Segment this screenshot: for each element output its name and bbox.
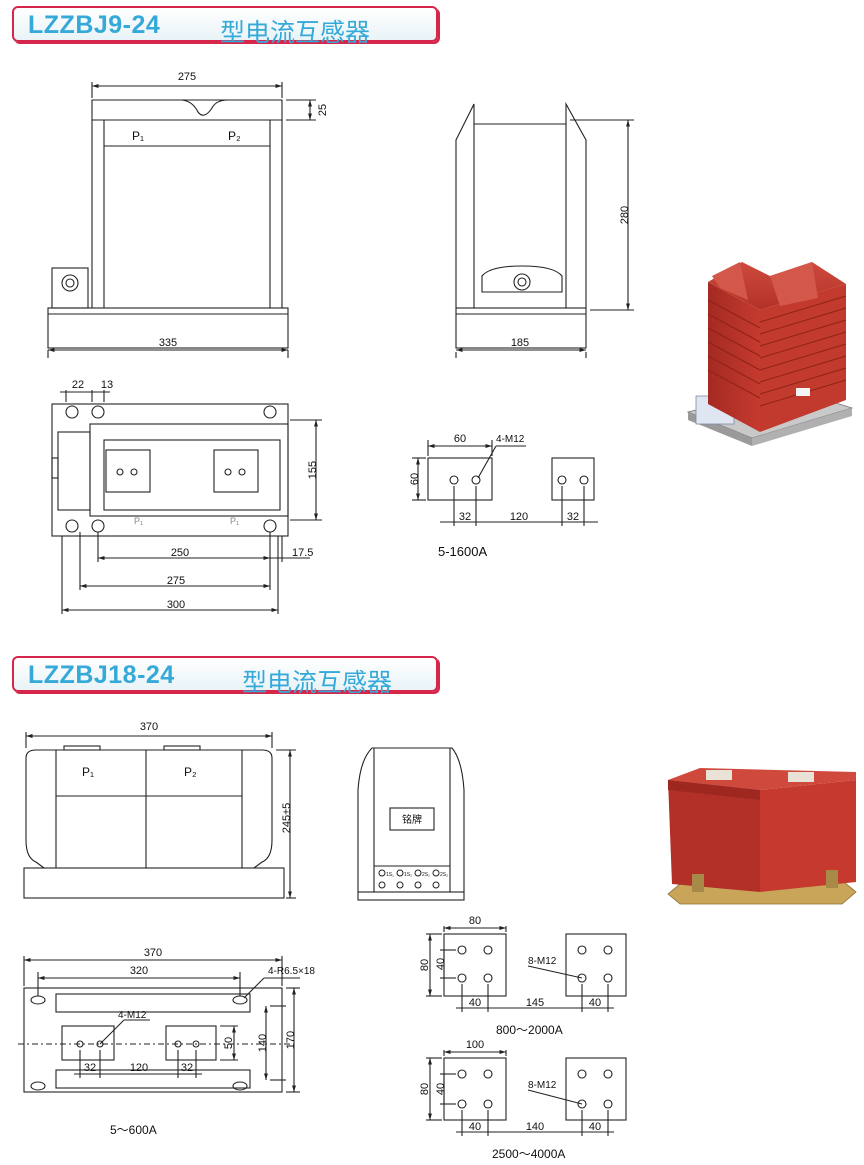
s1-side-dims <box>455 119 634 358</box>
s1-side-height: 280 <box>619 206 631 224</box>
s1-plan-view <box>51 403 289 537</box>
s2-side-view <box>357 747 465 901</box>
s2-front-width: 370 <box>140 721 158 733</box>
s1-plan-dims <box>60 390 322 614</box>
section1-title-kind: 型电流互感器 <box>220 18 371 47</box>
s2-plan-view <box>18 987 290 1093</box>
s1-term-range: 5-1600A <box>438 544 487 559</box>
s2-front-view <box>23 745 285 899</box>
s1-plan-d275: 275 <box>167 575 185 587</box>
s1-plan-d17-5: 17.5 <box>292 547 313 559</box>
s2-term-a-d145: 145 <box>526 997 544 1009</box>
s2-plan-d50: 50 <box>223 1037 235 1049</box>
s1-terminal-detail <box>427 457 595 501</box>
s1-term-width: 60 <box>454 433 466 445</box>
s1-front-cap: 25 <box>317 104 329 116</box>
s2-term-b-d40v: 40 <box>435 1083 447 1095</box>
s2-term-a-range: 800～2000A <box>496 1023 563 1037</box>
s1-terminal-dims <box>412 440 598 526</box>
s2-term-b-d140: 140 <box>526 1121 544 1133</box>
s2-side-term-2: 1S₂ <box>404 872 412 878</box>
s1-term-height: 60 <box>409 473 421 485</box>
s1-front-width-base: 335 <box>159 337 177 349</box>
s1-front-width-top: 275 <box>178 71 196 83</box>
s2-term-a-d40a: 40 <box>469 997 481 1009</box>
s2-plan-d140: 140 <box>257 1034 269 1052</box>
s1-term-bolt: 4-M12 <box>496 434 525 445</box>
s2-term-b-d40a: 40 <box>469 1121 481 1133</box>
s2-term-a-bolt: 8-M12 <box>528 956 557 967</box>
s2-term-a-height: 80 <box>419 959 431 971</box>
s2-plan-d32a: 32 <box>84 1062 96 1074</box>
s2-side-nameplate: 铭牌 <box>402 813 422 826</box>
s2-plan-d170: 170 <box>285 1031 297 1049</box>
s1-term-d32a: 32 <box>459 511 471 523</box>
s1-plan-d250: 250 <box>171 547 189 559</box>
s2-plan-d32b: 32 <box>181 1062 193 1074</box>
s2-front-p1: P₁ <box>82 765 94 779</box>
s1-plan-d22: 22 <box>72 379 84 391</box>
s2-plan-bolt: 4-M12 <box>118 1010 147 1021</box>
s1-plan-d300: 300 <box>167 599 185 611</box>
s2-front-p2: P₂ <box>184 765 197 779</box>
s1-front-p1: P₁ <box>132 129 144 143</box>
s2-plan-dims <box>23 956 300 1093</box>
s2-terminal-a <box>443 933 627 997</box>
s2-plan-slot: 4-R6.5×18 <box>268 966 315 977</box>
s1-front-p2: P₂ <box>228 129 241 143</box>
s1-plan-p1: P₁ <box>134 516 143 526</box>
s2-plan-d370: 370 <box>144 947 162 959</box>
s2-term-b-d40b: 40 <box>589 1121 601 1133</box>
s2-terminal-b-dims <box>426 1050 614 1136</box>
s2-front-dims <box>25 732 296 899</box>
s2-plan-d120: 120 <box>130 1062 148 1074</box>
section1-title: LZZBJ9-24 型电流互感器 <box>12 6 438 47</box>
s1-front-view <box>47 99 289 349</box>
s2-term-a-d40b: 40 <box>589 997 601 1009</box>
s1-term-d32b: 32 <box>567 511 579 523</box>
product-photo-lzzbj9 <box>686 262 854 446</box>
s1-plan-d13: 13 <box>101 379 113 391</box>
s2-term-b-bolt: 8-M12 <box>528 1080 557 1091</box>
s1-plan-p2: P₁ <box>230 516 239 526</box>
s1-side-view <box>455 101 587 349</box>
s2-side-terminal-row: 1S₁ 1S₂ 2S₁ 2S₂ <box>378 869 448 889</box>
s1-side-width: 185 <box>511 337 529 349</box>
s2-side-term-3: 2S₁ <box>422 872 430 878</box>
s2-term-b-range: 2500～4000A <box>492 1147 565 1161</box>
s2-term-a-width: 80 <box>469 915 481 927</box>
product-photo-lzzbj18 <box>667 768 857 905</box>
s1-plan-d155: 155 <box>307 461 319 479</box>
section2-title: LZZBJ18-24 型电流互感器 <box>12 656 438 697</box>
s2-side-term-4: 2S₂ <box>440 872 448 878</box>
s2-plan-d320: 320 <box>130 965 148 977</box>
s2-term-b-width: 100 <box>466 1039 484 1051</box>
s2-plan-range: 5～600A <box>110 1123 157 1137</box>
section1-title-model: LZZBJ9-24 <box>28 11 161 39</box>
s1-term-d120: 120 <box>510 511 528 523</box>
s2-term-a-d40v: 40 <box>435 958 447 970</box>
section2-title-model: LZZBJ18-24 <box>28 661 175 689</box>
s2-front-height: 245±5 <box>281 803 293 834</box>
section2-title-kind: 型电流互感器 <box>242 668 393 697</box>
s2-terminal-a-dims <box>426 926 614 1012</box>
s2-side-term-1: 1S₁ <box>386 872 394 878</box>
s1-front-dims <box>47 82 316 358</box>
s2-term-b-height: 80 <box>419 1083 431 1095</box>
